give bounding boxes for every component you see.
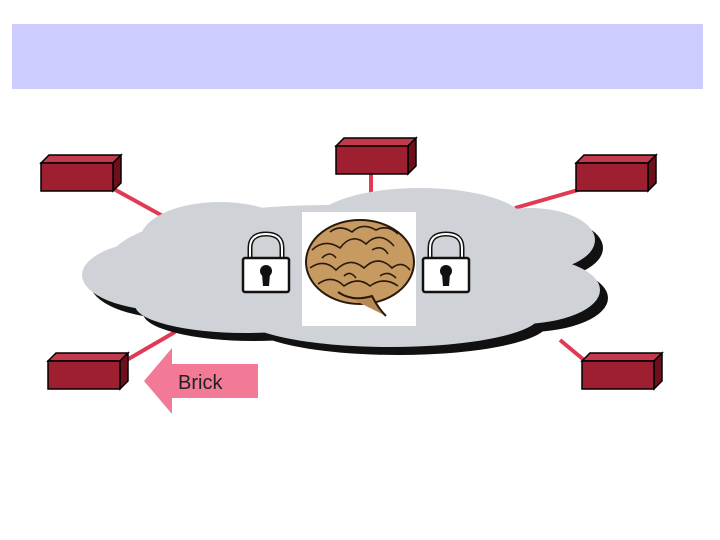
padlock-icon xyxy=(241,231,291,294)
brain-panel xyxy=(302,212,416,326)
brain-icon xyxy=(305,219,415,317)
brick-icon xyxy=(580,351,664,391)
brick-icon xyxy=(334,136,418,176)
brick-icon xyxy=(39,153,123,193)
connector-top-right xyxy=(514,188,579,210)
connector-top-left xyxy=(111,186,171,222)
title-band xyxy=(12,24,703,89)
brick-icon xyxy=(574,153,658,193)
callout-label: Brick xyxy=(178,372,223,394)
callout-arrow: Brick xyxy=(144,348,258,414)
brick-icon xyxy=(46,351,130,391)
padlock-icon xyxy=(421,231,471,294)
